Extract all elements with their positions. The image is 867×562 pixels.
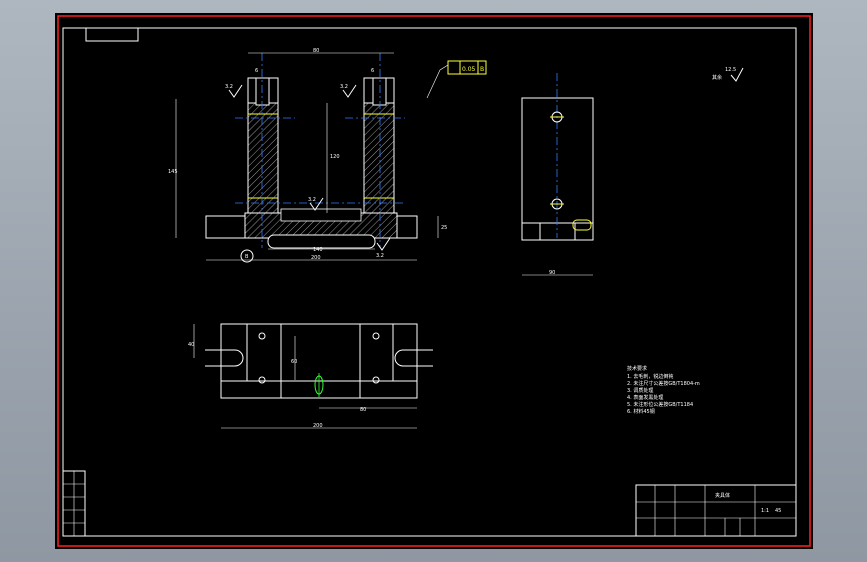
- roughness-c: 3.2: [308, 197, 316, 203]
- dim-slot-right: 6: [371, 68, 374, 74]
- roughness-a: 3.2: [225, 84, 233, 90]
- dim-side-width: 90: [549, 270, 555, 276]
- title-block: 夹具体 1:1 45: [635, 484, 797, 537]
- plan-view: 200 80 40 60: [188, 323, 433, 429]
- svg-text:3. 调质处理: 3. 调质处理: [627, 387, 653, 394]
- cad-drawing: 80 145 120 25 200 140 6 6 3.2 3.2 3.2 3.…: [57, 15, 811, 547]
- side-view: 90: [521, 73, 594, 276]
- svg-text:4. 表面发黑处理: 4. 表面发黑处理: [627, 394, 663, 401]
- notes-title: 技术要求: [627, 365, 647, 372]
- dim-slot-left: 6: [255, 68, 258, 74]
- dim-plan-offset: 80: [360, 407, 366, 413]
- svg-text:其余: 其余: [712, 74, 722, 81]
- svg-text:1. 去毛刺，锐边倒钝: 1. 去毛刺，锐边倒钝: [627, 373, 673, 380]
- title-name: 夹具体: [715, 492, 730, 499]
- svg-text:5. 未注形位公差按GB/T1184: 5. 未注形位公差按GB/T1184: [627, 401, 693, 408]
- dim-plan-width: 200: [313, 423, 323, 429]
- dim-upright-height: 120: [330, 154, 340, 160]
- dim-inner-width: 140: [313, 247, 323, 253]
- drawing-sheet: 80 145 120 25 200 140 6 6 3.2 3.2 3.2 3.…: [55, 13, 813, 549]
- svg-text:6. 材料45钢: 6. 材料45钢: [627, 408, 655, 415]
- right-slot: [372, 77, 387, 106]
- title-scale: 1:1: [761, 508, 769, 514]
- dim-total-height: 145: [168, 169, 178, 175]
- front-view: 80 145 120 25 200 140 6 6 3.2 3.2 3.2 3.…: [168, 48, 487, 263]
- datum-symbol: [240, 249, 254, 263]
- svg-text:0.05: 0.05: [462, 66, 476, 73]
- svg-text:2. 未注尺寸公差按GB/T1804-m: 2. 未注尺寸公差按GB/T1804-m: [627, 380, 700, 387]
- svg-text:12.5: 12.5: [725, 67, 736, 73]
- dim-base-height: 25: [441, 225, 447, 231]
- title-material: 45: [775, 508, 781, 514]
- reference-box: [85, 27, 139, 42]
- left-upright: [247, 102, 279, 214]
- technical-notes: 技术要求 1. 去毛刺，锐边倒钝 2. 未注尺寸公差按GB/T1804-m 3.…: [627, 365, 700, 415]
- dim-plan-hole: 60: [291, 359, 297, 365]
- drawing-border: [62, 27, 797, 537]
- right-upright: [363, 102, 395, 214]
- roughness-d: 3.2: [376, 253, 384, 259]
- roughness-b: 3.2: [340, 84, 348, 90]
- general-roughness: 12.5 其余: [712, 67, 744, 82]
- tolerance-frame: [447, 60, 487, 75]
- dim-base-width: 200: [311, 255, 321, 261]
- dim-plan-left: 40: [188, 342, 194, 348]
- left-margin-table: [62, 470, 86, 537]
- left-slot: [255, 77, 270, 106]
- dim-top-width: 80: [313, 48, 319, 54]
- svg-text:B: B: [480, 66, 484, 73]
- outer-frame: [57, 15, 811, 547]
- svg-text:B: B: [245, 254, 249, 260]
- base-channel: [267, 234, 376, 249]
